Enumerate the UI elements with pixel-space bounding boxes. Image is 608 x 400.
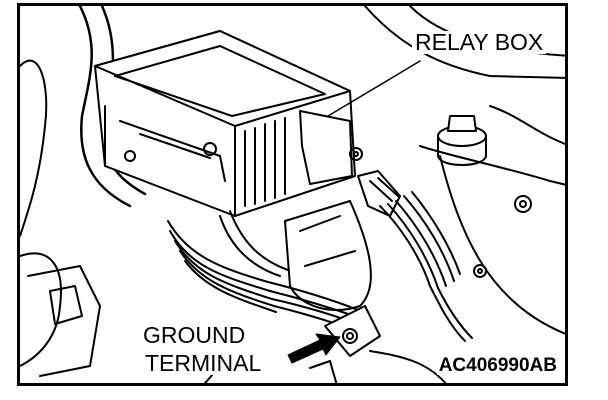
left-hose [20,59,48,237]
ground-arrow [287,333,341,364]
relay-leader-line [327,60,421,117]
left-hose-2 [20,252,62,367]
engine-bay-line-drawing [20,6,565,383]
ground-terminal-bracket [324,305,381,357]
upper-left-pipe [78,6,132,208]
left-panel [27,265,101,377]
air-duct [284,200,372,311]
hood-edge [364,6,565,79]
harness-right [379,205,466,342]
ground-terminal-label-line1: GROUND [140,324,249,347]
illustration-frame: RELAY BOX GROUND TERMINAL AC406990AB [17,3,568,386]
strut-tower [419,145,565,186]
ground-terminal-bolt [342,328,358,344]
relay-box-label: RELAY BOX [412,31,547,54]
ground-terminal-label-line2: TERMINAL [142,352,265,375]
harness-main [169,230,361,319]
relay-bracket [299,110,353,185]
figure-code: AC406990AB [436,355,559,376]
